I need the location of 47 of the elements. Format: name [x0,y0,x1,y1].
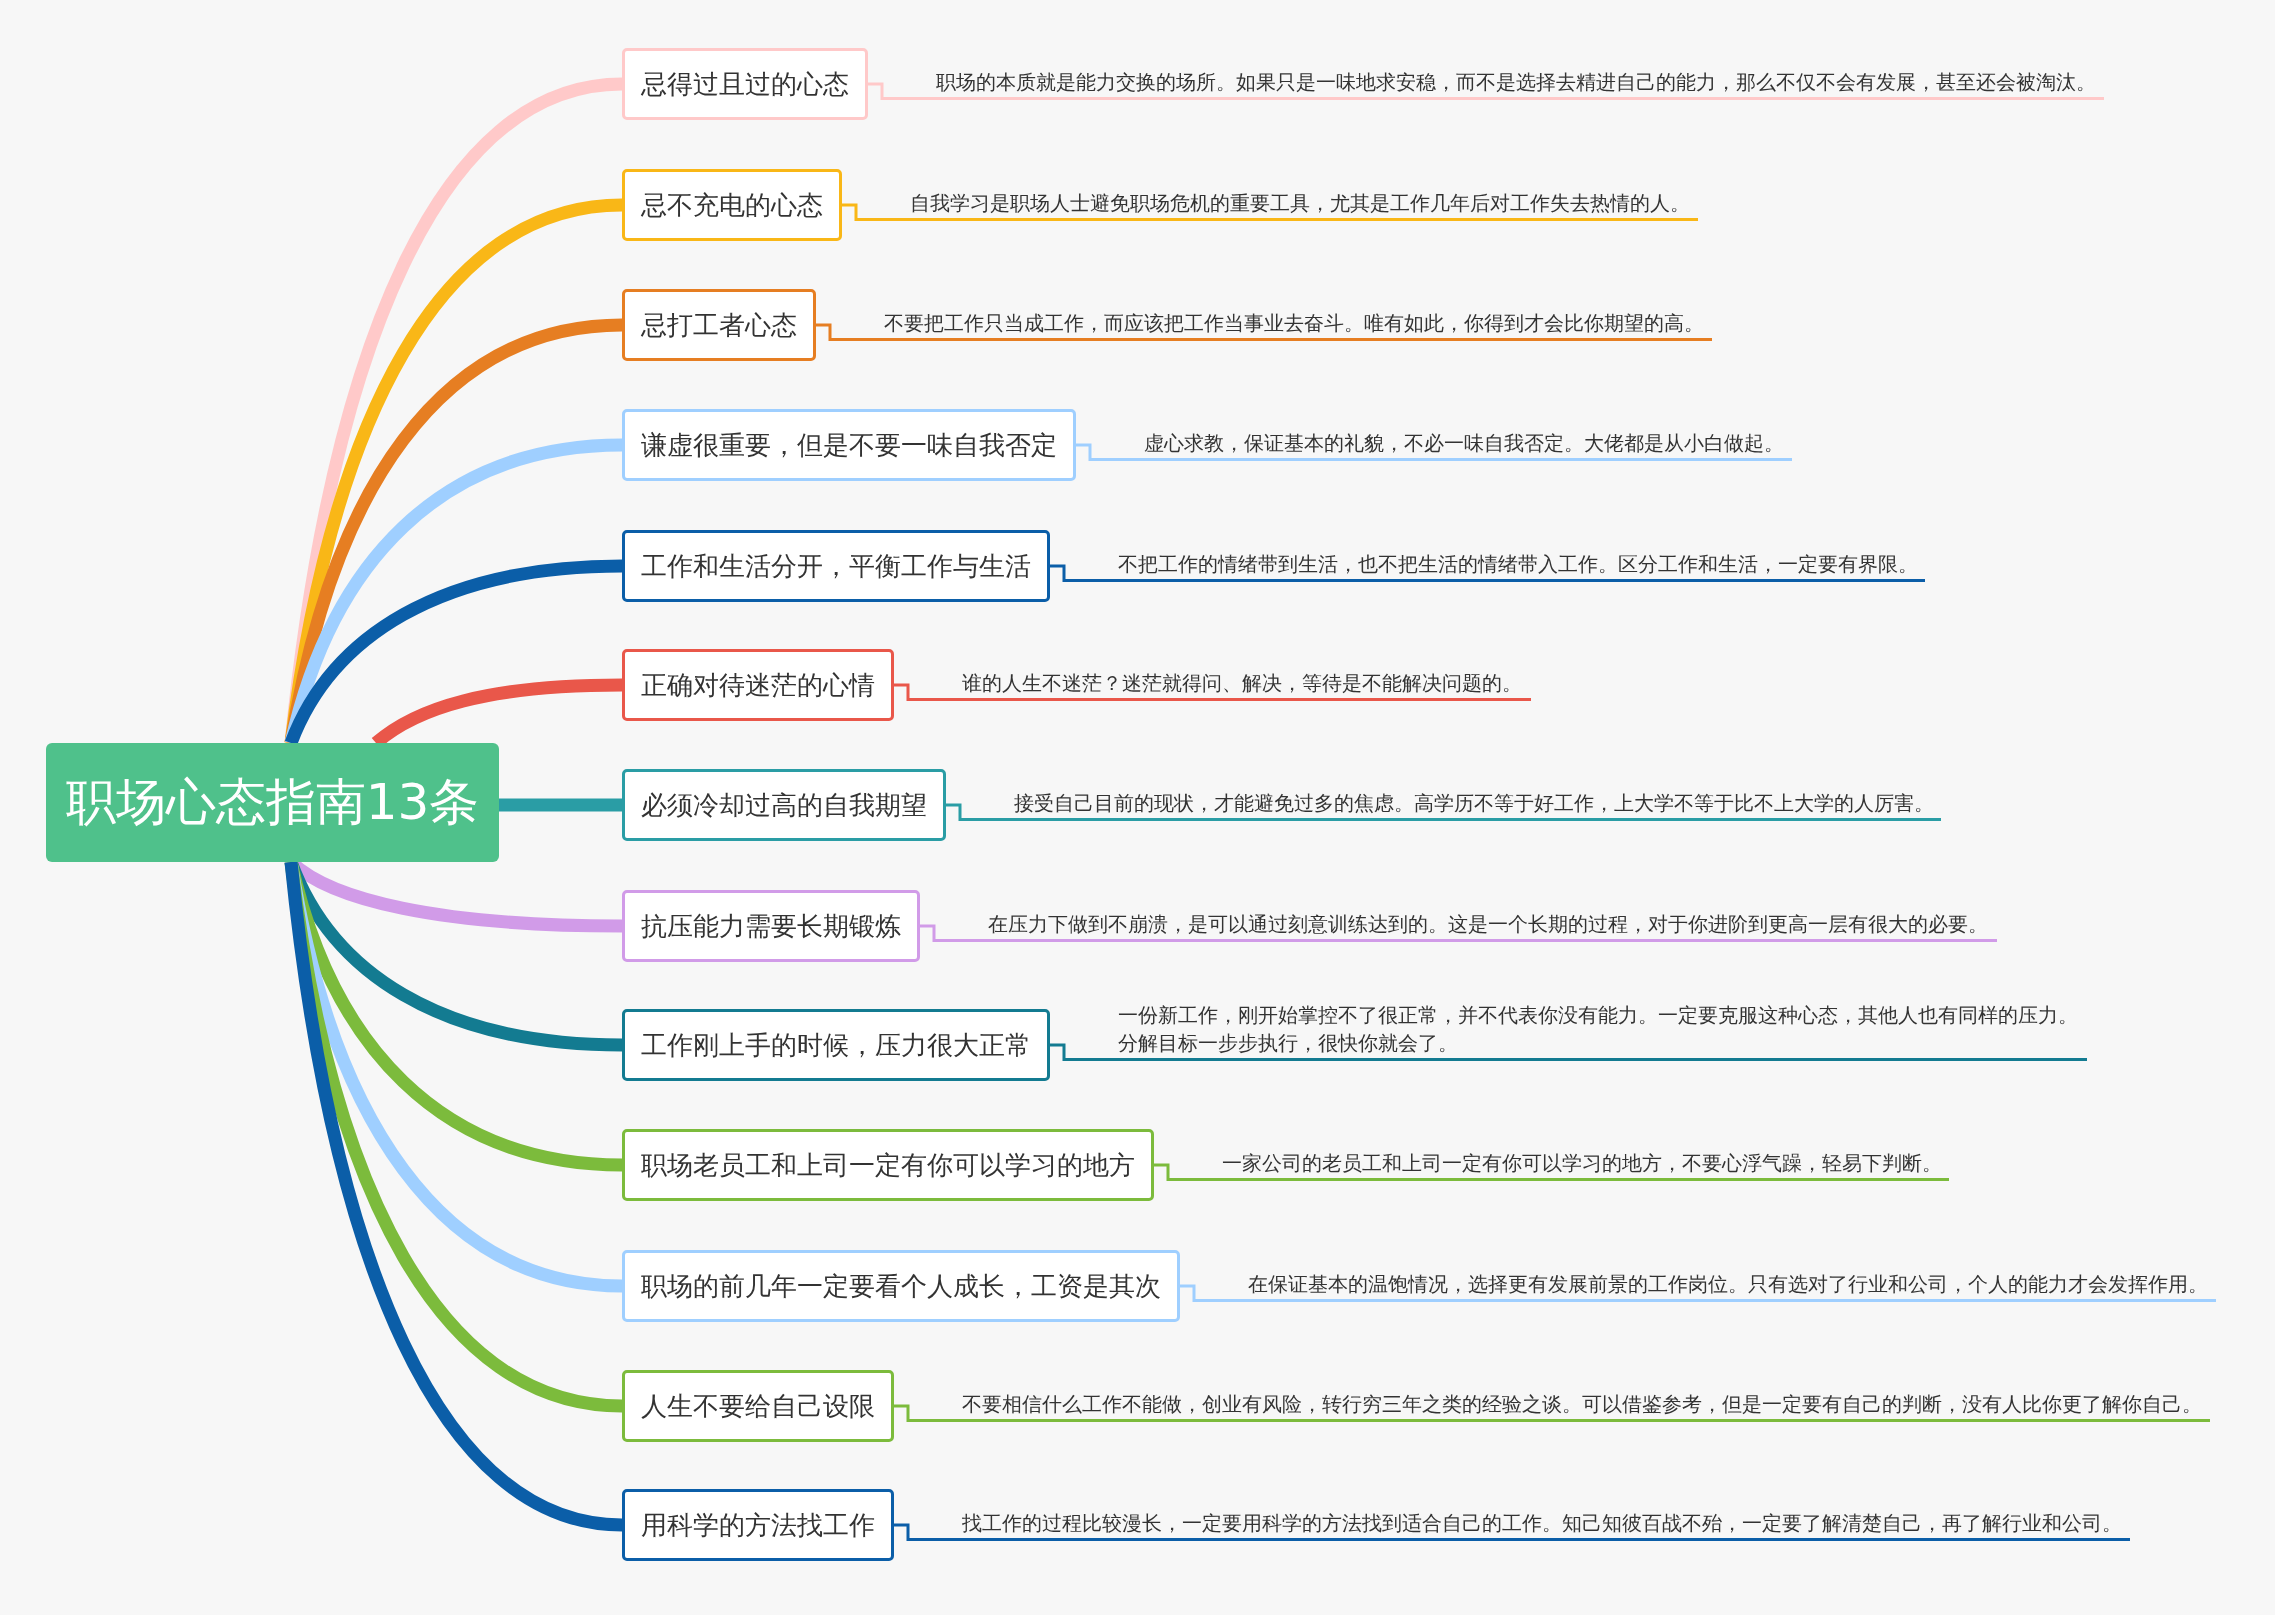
branch-connector [499,798,622,812]
bracket-connector [946,803,974,821]
bracket-connector [894,683,922,701]
topic-box: 用科学的方法找工作 [622,1489,894,1561]
branch-connector [285,559,623,746]
bracket-connector [1050,1043,1078,1061]
branch-connector [284,77,623,744]
topic-box: 职场老员工和上司一定有你可以学习的地方 [622,1129,1154,1201]
description-text: 在压力下做到不崩溃，是可以通过刻意训练达到的。这是一个长期的过程，对于你进阶到更高一层有很大的必要。 [948,910,1997,942]
topic-box: 忌得过且过的心态 [622,48,868,120]
bracket-connector [1180,1284,1208,1302]
description-text: 不把工作的情绪带到生活，也不把生活的情绪带入工作。区分工作和生活，一定要有界限。 [1078,550,1926,582]
branch-connector [284,438,623,745]
topic-box: 忌打工者心态 [622,289,816,361]
bracket-connector [920,924,948,942]
bracket-connector [1154,1163,1182,1181]
branch-connector [284,318,623,745]
description-text: 职场的本质就是能力交换的场所。如果只是一味地求安稳，而不是选择去精进自己的能力，那么不仅不会有发展，甚至还会被淘汰。 [896,68,2104,100]
description-text: 一份新工作，刚开始掌控不了很正常，并不代表你没有能力。一定要克服这种心态，其他人也有同样的压力。分解目标一步步执行，很快你就会了。 [1078,1001,2087,1061]
bracket-connector [894,1404,922,1422]
topic-box: 工作刚上手的时候，压力很大正常 [622,1009,1050,1081]
description-text: 找工作的过程比较漫长，一定要用科学的方法找到适合自己的工作。知己知彼百战不殆，一定要了解清楚自己，再了解行业和公司。 [922,1509,2131,1541]
description-text: 不要把工作只当成工作，而应该把工作当事业去奋斗。唯有如此，你得到才会比你期望的高。 [844,309,1713,341]
bracket-connector [1050,564,1078,582]
topic-box: 抗压能力需要长期锻炼 [622,890,920,962]
topic-box: 工作和生活分开，平衡工作与生活 [622,530,1050,602]
topic-box: 必须冷却过高的自我期望 [622,769,946,841]
description-text: 不要相信什么工作不能做，创业有风险，转行穷三年之类的经验之谈。可以借鉴参考，但是一定要有自己的判断，没有人比你更了解你自己。 [922,1390,2210,1422]
central-topic-box: 职场心态指南13条 [46,743,499,862]
description-text: 一家公司的老员工和上司一定有你可以学习的地方，不要心浮气躁，轻易下判断。 [1182,1149,1949,1181]
topic-box: 谦虚很重要，但是不要一味自我否定 [622,409,1076,481]
bracket-connector [842,203,870,221]
topic-box: 人生不要给自己设限 [622,1370,894,1442]
description-text: 虚心求教，保证基本的礼貌，不必一味自我否定。大佬都是从小白做起。 [1104,429,1792,461]
description-text: 在保证基本的温饱情况，选择更有发展前景的工作岗位。只有选对了行业和公司，个人的能力才会发挥作用。 [1208,1270,2216,1302]
topic-box: 正确对待迷茫的心情 [622,649,894,721]
description-text: 谁的人生不迷茫？迷茫就得问、解决，等待是不能解决问题的。 [922,669,1531,701]
bracket-connector [1076,443,1104,461]
bracket-connector [816,323,844,341]
topic-box: 忌不充电的心态 [622,169,842,241]
branch-connector [284,198,623,744]
topic-box: 职场的前几年一定要看个人成长，工资是其次 [622,1250,1180,1322]
description-text: 自我学习是职场人士避免职场危机的重要工具，尤其是工作几年后对工作失去热情的人。 [870,189,1698,221]
description-text: 接受自己目前的现状，才能避免过多的焦虑。高学历不等于好工作，上大学不等于比不上大学的人厉害。 [974,789,1942,821]
bracket-connector [868,82,896,100]
branch-connector [284,861,623,1532]
bracket-connector [894,1523,922,1541]
